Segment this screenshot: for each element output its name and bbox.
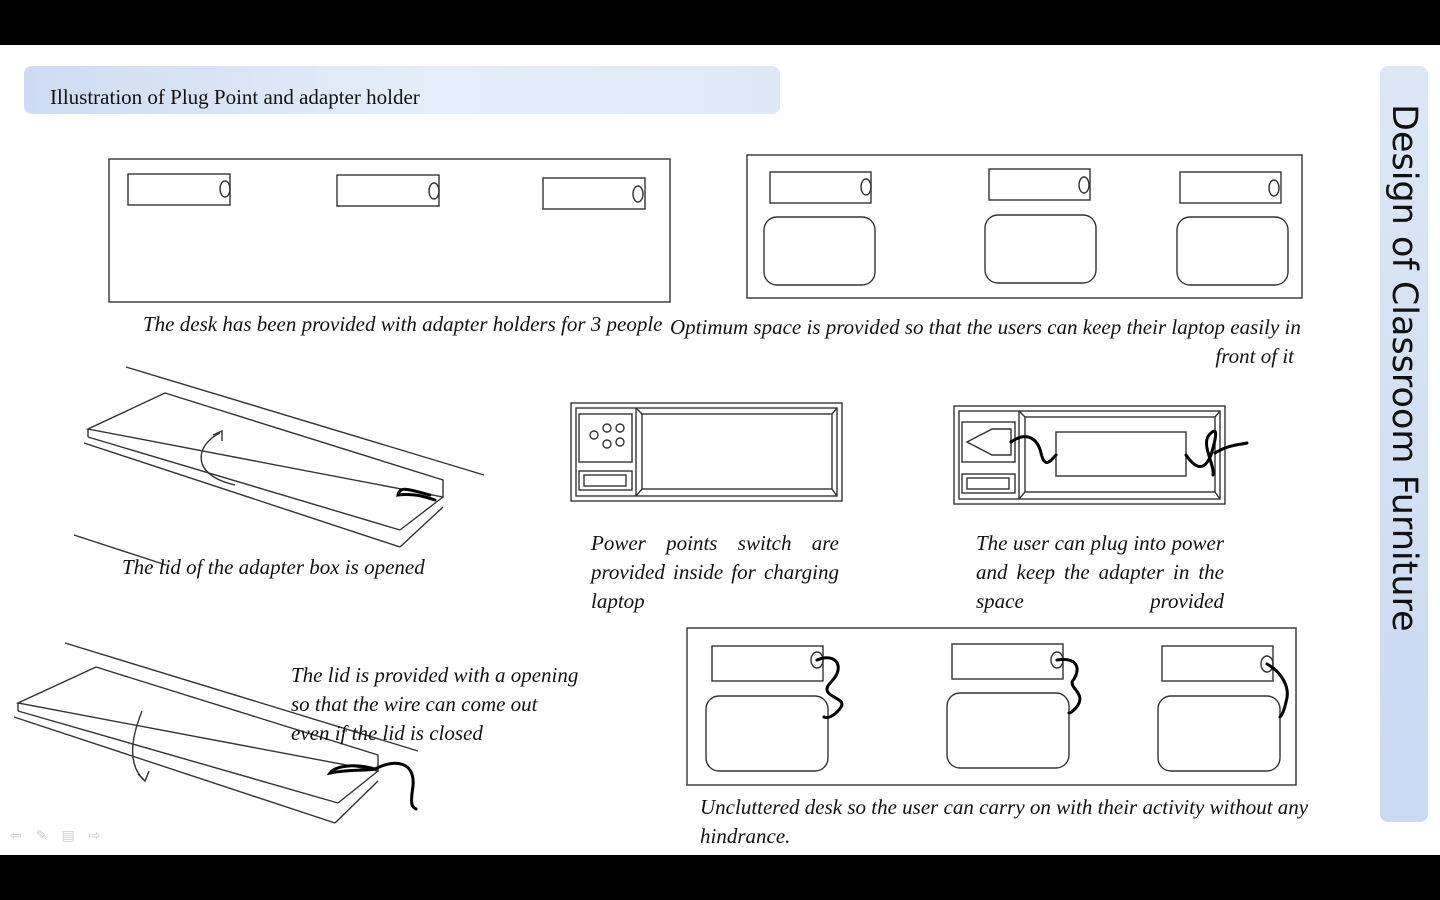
lid-opening-closed-diagram (13, 642, 419, 824)
desk-laptop-space-diagram (746, 154, 1303, 299)
side-title-bar: Design of Classroom Furniture (1380, 66, 1428, 822)
caption-lid-opened: The lid of the adapter box is opened (122, 555, 425, 579)
plug-adapter-box-diagram (953, 405, 1249, 505)
slide: Illustration of Plug Point and adapter h… (0, 45, 1440, 855)
caption-optimum-line1: Optimum space is provided so that the us… (670, 315, 1301, 339)
caption-desk-three: The desk has been provided with adapter … (143, 312, 663, 336)
pen-icon[interactable]: ✎ (35, 828, 48, 844)
uncluttered-desk-diagram (686, 627, 1297, 786)
power-points-box-diagram (570, 402, 843, 502)
next-arrow-icon[interactable]: ⇨ (88, 828, 101, 844)
caption-uncluttered: Uncluttered desk so the user can carry o… (700, 795, 1309, 848)
slide-nav: ⇦ ✎ ▤ ⇨ (10, 828, 100, 844)
caption-power-points: Power points switch are provided inside … (591, 531, 839, 613)
prev-arrow-icon[interactable]: ⇦ (10, 828, 22, 844)
menu-icon[interactable]: ▤ (61, 828, 75, 844)
desk-three-holders-diagram (108, 158, 671, 303)
caption-plug-adapter: The user can plug into power and keep th… (976, 531, 1224, 613)
caption-optimum-line2: front of it (1215, 344, 1294, 368)
caption-lid-opening: The lid is provided with a opening so th… (291, 663, 579, 745)
slide-title: Illustration of Plug Point and adapter h… (50, 85, 420, 109)
title-bar: Illustration of Plug Point and adapter h… (24, 66, 780, 114)
lid-opened-diagram (73, 366, 485, 566)
side-title: Design of Classroom Furniture (1384, 104, 1424, 632)
